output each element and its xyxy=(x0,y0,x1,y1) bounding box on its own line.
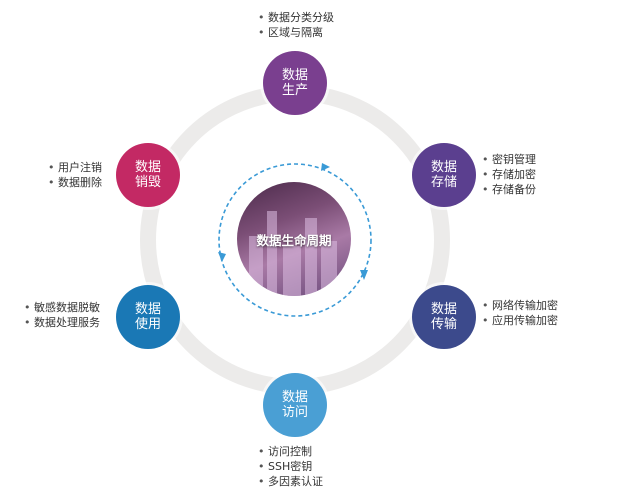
list-item: 存储加密 xyxy=(482,167,536,182)
access-items: 访问控制 SSH密钥 多因素认证 xyxy=(258,444,323,489)
building-shape xyxy=(267,211,277,296)
center-label: 数据生命周期 xyxy=(256,232,332,248)
stage-label: 存储 xyxy=(430,175,457,190)
destroy-items: 用户注销 数据删除 xyxy=(48,160,102,190)
stage-label: 传输 xyxy=(430,317,457,332)
cycle-dashed-ring xyxy=(218,163,372,317)
list-item: 用户注销 xyxy=(48,160,102,175)
list-item: 数据删除 xyxy=(48,175,102,190)
list-item: 密钥管理 xyxy=(482,152,536,167)
list-item: 存储备份 xyxy=(482,182,536,197)
stage-produce: 数据 生产 xyxy=(263,51,327,115)
stage-transfer: 数据 传输 xyxy=(412,285,476,349)
stage-destroy: 数据 销毁 xyxy=(116,143,180,207)
list-item: 应用传输加密 xyxy=(482,313,558,328)
cycle-arrow-icon xyxy=(360,270,368,280)
stage-label: 生产 xyxy=(281,83,308,98)
building-shape xyxy=(249,236,263,296)
building-shape xyxy=(283,246,301,296)
stage-label: 访问 xyxy=(281,405,308,420)
list-item: SSH密钥 xyxy=(258,459,323,474)
building-shape xyxy=(305,218,317,296)
stage-label: 销毁 xyxy=(134,175,161,190)
transfer-items: 网络传输加密 应用传输加密 xyxy=(482,298,558,328)
list-item: 多因素认证 xyxy=(258,474,323,489)
stage-label: 数据 xyxy=(281,68,308,83)
list-item: 网络传输加密 xyxy=(482,298,558,313)
stage-label: 数据 xyxy=(430,302,457,317)
building-shape xyxy=(321,241,337,296)
stage-access: 数据 访问 xyxy=(263,373,327,437)
list-item: 数据分类分级 xyxy=(258,10,334,25)
stage-label: 使用 xyxy=(134,317,161,332)
stage-label: 数据 xyxy=(281,390,308,405)
stage-label: 数据 xyxy=(134,302,161,317)
list-item: 敏感数据脱敏 xyxy=(24,300,100,315)
cycle-arrow-icon xyxy=(218,252,226,262)
cycle-arrow-icon xyxy=(321,163,330,171)
list-item: 数据处理服务 xyxy=(24,315,100,330)
stage-label: 数据 xyxy=(134,160,161,175)
list-item: 区域与隔离 xyxy=(258,25,334,40)
use-items: 敏感数据脱敏 数据处理服务 xyxy=(24,300,100,330)
stage-use: 数据 使用 xyxy=(116,285,180,349)
store-items: 密钥管理 存储加密 存储备份 xyxy=(482,152,536,197)
produce-items: 数据分类分级 区域与隔离 xyxy=(258,10,334,40)
center-lifecycle: 数据生命周期 xyxy=(237,182,351,296)
list-item: 访问控制 xyxy=(258,444,323,459)
stage-label: 数据 xyxy=(430,160,457,175)
stage-store: 数据 存储 xyxy=(412,143,476,207)
